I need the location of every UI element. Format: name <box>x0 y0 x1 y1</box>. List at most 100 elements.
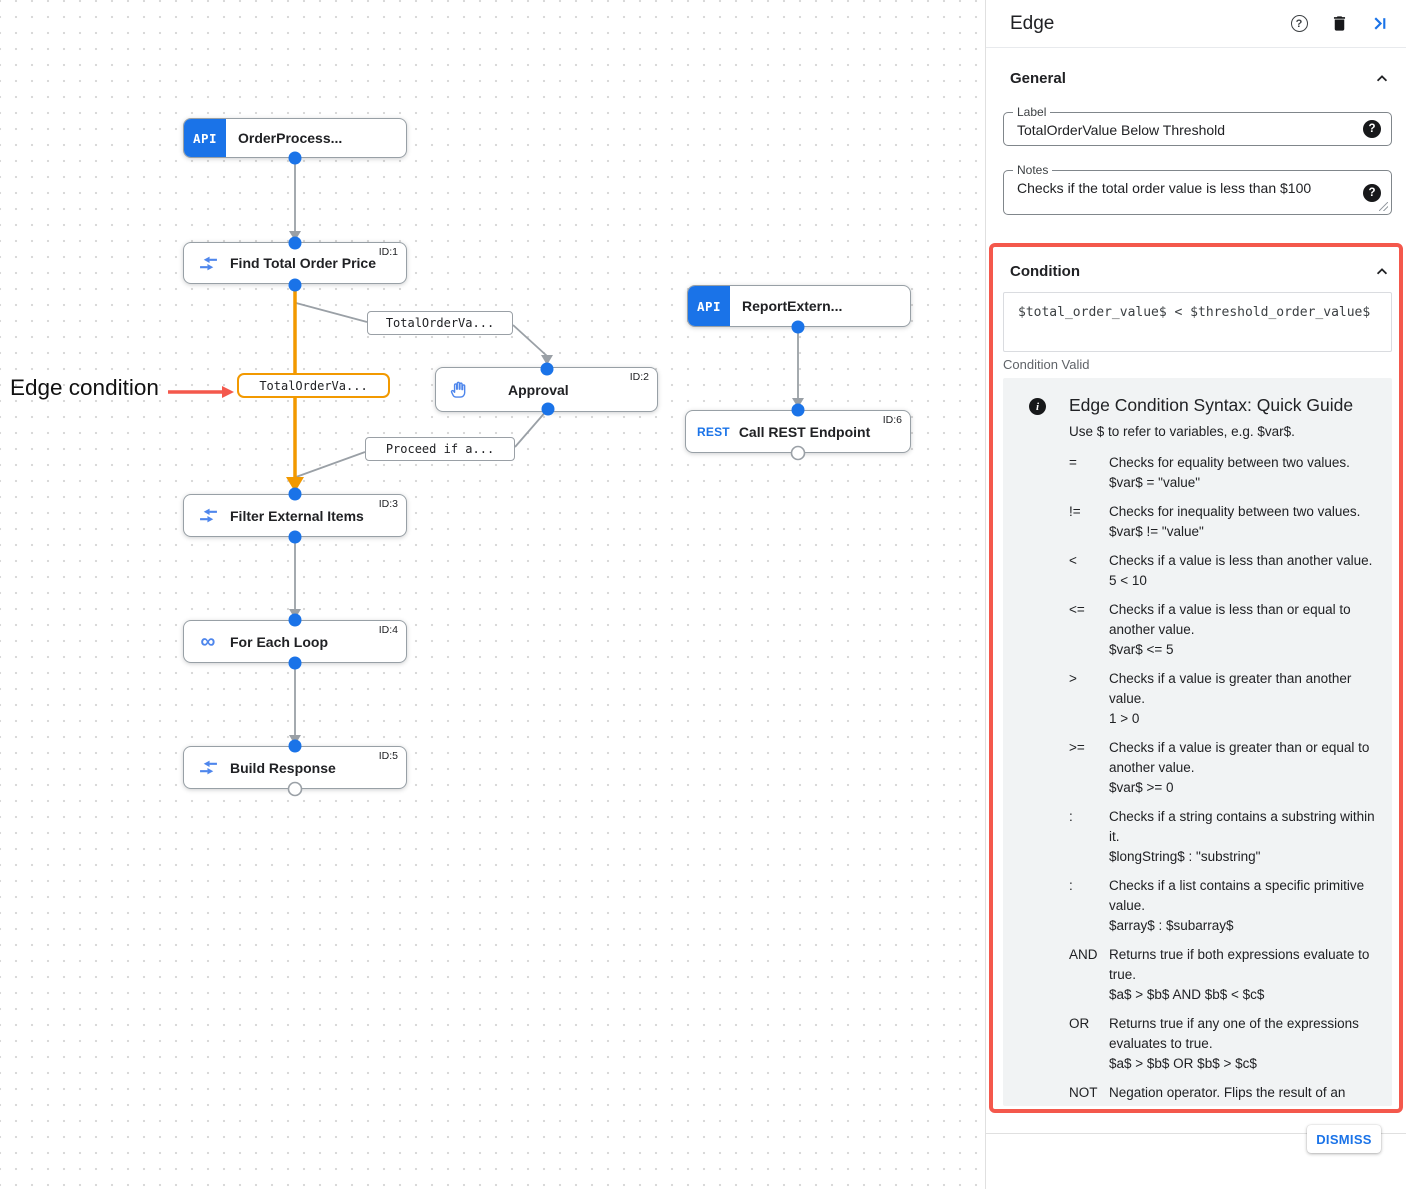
node-build-response[interactable]: Build Response ID:5 <box>183 746 407 789</box>
guide-operator: > <box>1069 671 1077 686</box>
guide-operator: = <box>1069 455 1077 470</box>
guide-example: 5 < 10 <box>1109 573 1147 588</box>
dismiss-button[interactable]: DISMISS <box>1307 1125 1381 1153</box>
general-section-header[interactable]: General <box>1010 70 1390 87</box>
notes-field-label: Notes <box>1013 163 1053 177</box>
notes-field[interactable]: Notes Checks if the total order value is… <box>1003 163 1392 215</box>
node-orderprocess-trigger[interactable]: API OrderProcess... <box>183 118 407 158</box>
guide-description: Returns true if both expressions evaluat… <box>1109 947 1370 982</box>
node-id-badge: ID:5 <box>378 750 398 762</box>
node-label: Build Response <box>230 759 336 776</box>
guide-example: $var$ <= 5 <box>1109 642 1174 657</box>
data-mapping-icon <box>197 254 219 273</box>
edge-condition-annotation: Edge condition <box>10 375 159 400</box>
guide-operator: != <box>1069 504 1081 519</box>
guide-rows: = Checks for equality between two values… <box>1069 453 1382 1106</box>
guide-row: : Checks if a string contains a substrin… <box>1069 807 1382 867</box>
general-heading: General <box>1010 70 1066 87</box>
guide-operator: AND <box>1069 947 1098 962</box>
guide-example: $var$ = "value" <box>1109 475 1201 490</box>
workflow-canvas[interactable]: API OrderProcess... Find Total Order Pri… <box>0 0 985 1189</box>
node-id-badge: ID:4 <box>378 624 398 636</box>
condition-expression-input[interactable]: $total_order_value$ < $threshold_order_v… <box>1003 292 1392 352</box>
guide-description: Checks if a value is greater than anothe… <box>1109 671 1352 706</box>
guide-example: $var$ != "value" <box>1109 524 1204 539</box>
guide-description: Checks if a value is less than or equal … <box>1109 602 1351 637</box>
node-label: ReportExtern... <box>742 298 843 314</box>
condition-heading: Condition <box>1010 263 1080 280</box>
chevron-up-icon[interactable] <box>1374 71 1390 87</box>
node-approval[interactable]: Approval ID:2 <box>435 367 658 412</box>
guide-example: $a$ > $b$ AND $b$ < $c$ <box>1109 987 1265 1002</box>
guide-description: Negation operator. Flips the result of a… <box>1109 1085 1346 1106</box>
node-label: Call REST Endpoint <box>738 423 871 440</box>
guide-row: AND Returns true if both expressions eva… <box>1069 945 1382 1005</box>
guide-example: 1 > 0 <box>1109 711 1140 726</box>
label-help-icon[interactable]: ? <box>1363 120 1381 138</box>
guide-description: Checks if a value is greater than or equ… <box>1109 740 1370 775</box>
data-mapping-icon <box>197 506 219 525</box>
help-button[interactable]: ? <box>1288 13 1310 35</box>
node-call-rest-endpoint[interactable]: REST Call REST Endpoint ID:6 <box>685 410 911 453</box>
notes-field-value[interactable]: Checks if the total order value is less … <box>1017 180 1312 196</box>
loop-infinity-icon: ∞ <box>200 629 216 653</box>
guide-row: > Checks if a value is greater than anot… <box>1069 669 1382 729</box>
panel-title: Edge <box>1010 12 1055 34</box>
node-find-total-order-price[interactable]: Find Total Order Price ID:1 <box>183 242 407 284</box>
guide-row: < Checks if a value is less than another… <box>1069 551 1382 591</box>
edge-label-proceed-if[interactable]: Proceed if a... <box>365 437 515 461</box>
notes-help-icon[interactable]: ? <box>1363 183 1381 202</box>
guide-operator: >= <box>1069 740 1085 755</box>
guide-operator: OR <box>1069 1016 1090 1031</box>
guide-row: : Checks if a list contains a specific p… <box>1069 876 1382 936</box>
guide-title: Edge Condition Syntax: Quick Guide <box>1069 395 1354 415</box>
api-trigger-icon: API <box>688 286 730 326</box>
label-field-value[interactable]: TotalOrderValue Below Threshold <box>1017 122 1226 138</box>
edge-approval-return-a[interactable] <box>514 408 549 448</box>
guide-operator: : <box>1069 809 1073 824</box>
node-id-badge: ID:6 <box>882 414 902 426</box>
panel-bottom-divider <box>986 1133 1406 1134</box>
node-label: For Each Loop <box>230 633 328 650</box>
condition-section-header[interactable]: Condition <box>1010 263 1390 280</box>
edge-label-totalordervalue-selected[interactable]: TotalOrderVa... <box>237 373 390 398</box>
condition-syntax-guide: i Edge Condition Syntax: Quick Guide Use… <box>1003 378 1392 1106</box>
data-mapping-icon <box>197 758 219 777</box>
guide-example: $longString$ : "substring" <box>1109 849 1261 864</box>
trash-icon <box>1333 16 1345 31</box>
guide-subtitle: Use $ to refer to variables, e.g. $var$. <box>1069 424 1295 439</box>
guide-row: = Checks for equality between two values… <box>1069 453 1382 493</box>
api-trigger-icon: API <box>184 119 226 157</box>
info-icon: i <box>1029 398 1046 415</box>
guide-row: OR Returns true if any one of the expres… <box>1069 1014 1382 1074</box>
rest-icon: REST <box>697 424 730 439</box>
connector-dots-layer <box>287 151 806 797</box>
resize-handle[interactable] <box>1379 202 1388 211</box>
edge-branch-to-approval-a[interactable] <box>295 302 368 323</box>
chevron-up-icon[interactable] <box>1374 264 1390 280</box>
edge-branch-to-approval-b[interactable] <box>512 324 548 357</box>
node-filter-external-items[interactable]: Filter External Items ID:3 <box>183 494 407 537</box>
guide-description: Checks if a list contains a specific pri… <box>1109 878 1365 913</box>
node-reportextern-trigger[interactable]: API ReportExtern... <box>687 285 911 327</box>
node-label: OrderProcess... <box>238 130 343 146</box>
node-label: Filter External Items <box>230 507 364 524</box>
edge-approval-return-b[interactable] <box>295 451 366 478</box>
collapse-panel-button[interactable] <box>1368 13 1390 35</box>
label-field[interactable]: Label TotalOrderValue Below Threshold ? <box>1003 105 1392 146</box>
guide-operator: <= <box>1069 602 1085 617</box>
node-id-badge: ID:1 <box>378 246 398 258</box>
condition-valid-status: Condition Valid <box>1003 357 1090 372</box>
node-for-each-loop[interactable]: ∞ For Each Loop ID:4 <box>183 620 407 663</box>
node-label: Find Total Order Price <box>230 255 376 271</box>
guide-example: $a$ > $b$ OR $b$ > $c$ <box>1109 1056 1257 1071</box>
delete-button[interactable] <box>1328 13 1350 35</box>
guide-example: $array$ : $subarray$ <box>1109 918 1234 933</box>
approval-hand-icon <box>449 380 471 400</box>
edge-label-totalordervalue-approval[interactable]: TotalOrderVa... <box>367 311 513 335</box>
guide-row: >= Checks if a value is greater than or … <box>1069 738 1382 798</box>
guide-row: != Checks for inequality between two val… <box>1069 502 1382 542</box>
guide-description: Returns true if any one of the expressio… <box>1109 1016 1359 1051</box>
collapse-right-icon <box>1373 17 1385 30</box>
